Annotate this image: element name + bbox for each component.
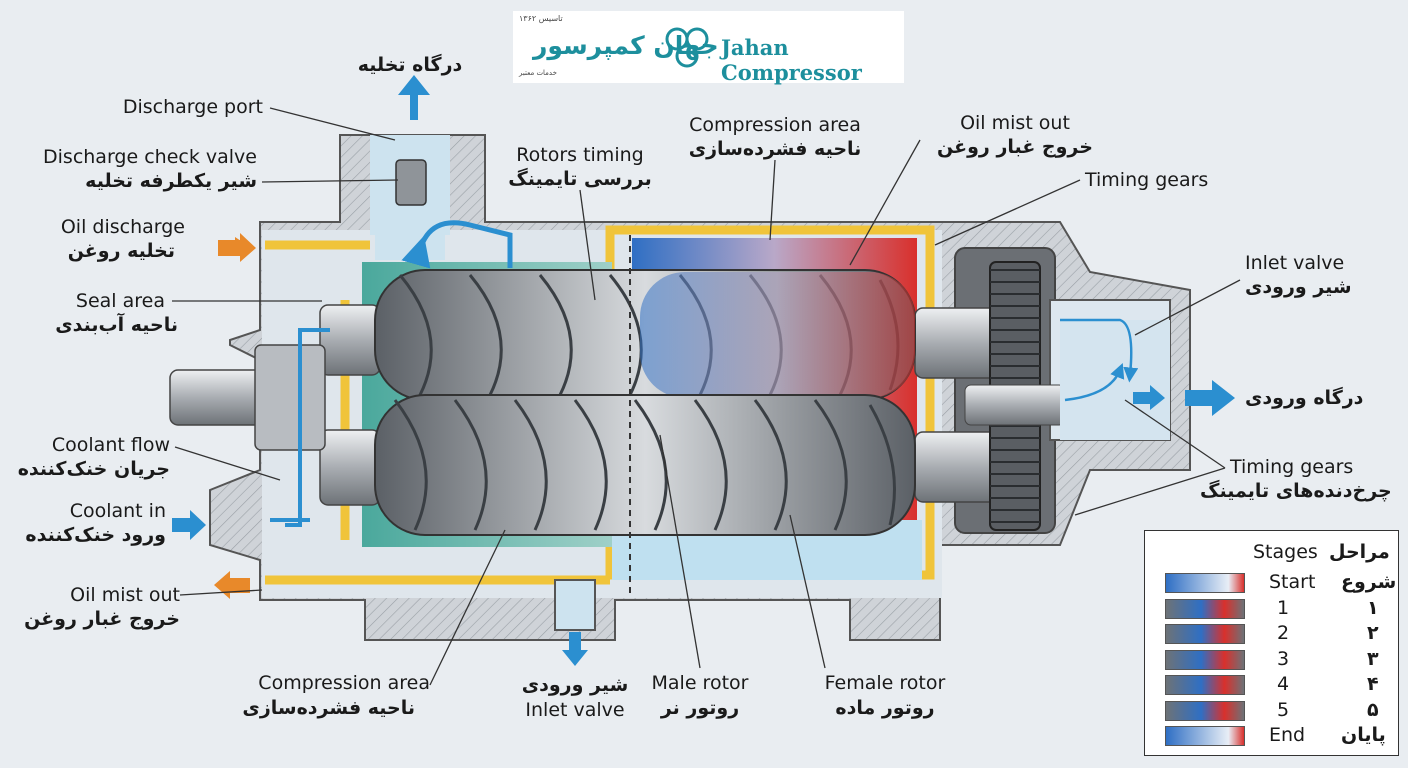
legend-row-en: End: [1269, 724, 1306, 746]
legend-title-en: Stages: [1253, 541, 1318, 563]
oil-mist-top-en-label: Oil mist out: [960, 112, 1070, 134]
legend-swatch: [1165, 624, 1245, 644]
coolant-in-en-label: Coolant in: [69, 500, 166, 522]
discharge-port: [375, 75, 513, 269]
coolant-in-arrow: [172, 510, 206, 540]
oil-discharge-en-label: Oil discharge: [60, 216, 185, 238]
oil-mist-top-fa-label: خروج غبار روغن: [937, 136, 1093, 158]
legend-swatch: [1165, 598, 1245, 619]
legend-swatch: [1165, 726, 1245, 746]
rotors-timing-fa-label: بررسی تایمینگ: [508, 168, 652, 190]
coolant-flow-fa-label: جریان خنک‌کننده: [17, 458, 170, 480]
timing-gears-fa-label: چرخ‌دنده‌های تایمینگ: [1200, 480, 1392, 502]
oil-mist-left-en-label: Oil mist out: [70, 584, 180, 606]
discharge-up-arrow: [398, 75, 430, 120]
legend-row-en: 1: [1277, 596, 1290, 619]
legend-row-en: Start: [1269, 571, 1316, 593]
female-rotor-fa-label: روتور ماده: [835, 697, 935, 719]
legend-swatch: [1165, 675, 1245, 695]
inlet-port: [1060, 318, 1235, 440]
legend-row-en: 2: [1277, 622, 1290, 644]
inlet-port-arrow: [1185, 380, 1235, 416]
compression-bottom-fa-label: ناحیه فشرده‌سازی: [242, 697, 415, 719]
legend-row-fa: شروع: [1341, 571, 1397, 593]
coolant-in-fa-label: ورود خنک‌کننده: [25, 524, 166, 546]
male-rotor-fa-label: روتور نر: [660, 697, 740, 719]
rotor-shafts: [169, 304, 1006, 506]
seal-area-fa-label: ناحیه آب‌بندی: [55, 314, 178, 336]
legend-row-fa: ۱: [1367, 596, 1379, 619]
legend-row-fa: ۳: [1367, 647, 1379, 670]
legend-row-en: 5: [1277, 698, 1290, 721]
brand-name-en: Jahan Compressor: [721, 35, 862, 85]
oil-discharge-arrow: [218, 233, 256, 262]
inlet-valve-bottom-fa-label: شیر ورودی: [521, 674, 629, 696]
oil-discharge-fa-label: تخلیه روغن: [67, 240, 175, 262]
coolant-flow: [270, 328, 330, 527]
male-rotor-en-label: Male rotor: [651, 672, 749, 694]
leader-lines: [172, 107, 1241, 686]
discharge-title-fa: درگاه تخلیه: [357, 54, 463, 76]
male-rotor: [374, 269, 916, 401]
legend-swatch: [1165, 700, 1245, 721]
inlet-valve-en-label: Inlet valve: [1245, 252, 1345, 274]
brand-since: تاسیس ۱۳۶۲: [519, 14, 563, 23]
compression-top-fa-label: ناحیه فشرده‌سازی: [688, 138, 862, 160]
check-valve-en-label: Discharge check valve: [43, 146, 257, 168]
legend-swatch: [1165, 649, 1245, 670]
timing-gears-top-label: Timing gears: [1085, 169, 1209, 191]
inlet-valve-fa-label: شیر ورودی: [1245, 276, 1352, 298]
female-rotor: [374, 394, 916, 536]
brand-tagline: خدمات معتبر: [519, 69, 557, 77]
seal-area-en-label: Seal area: [75, 290, 165, 312]
compression-top-en-label: Compression area: [689, 114, 861, 136]
coolant-flow-en-label: Coolant flow: [51, 434, 170, 456]
legend-row-en: 3: [1277, 647, 1290, 670]
oil-mist-left-arrow: [214, 571, 250, 599]
oil-mist-left-fa-label: خروج غبار روغن: [24, 608, 180, 630]
legend-row-fa: ۲: [1367, 622, 1379, 644]
rotors-timing-en-label: Rotors timing: [516, 144, 644, 166]
legend-row-fa: ۴: [1367, 673, 1379, 695]
legend-row-en: 4: [1277, 673, 1290, 695]
legend-row-fa: ۵: [1367, 698, 1379, 721]
inlet-valve-bottom-en-label: Inlet valve: [525, 699, 625, 721]
discharge-port-label: Discharge port: [122, 96, 263, 118]
brand-logo: تاسیس ۱۳۶۲ جهان کمپرسور Jahan Compressor…: [513, 11, 904, 85]
legend-row-fa: پایان: [1341, 724, 1386, 746]
bottom-inlet: [554, 579, 596, 666]
legend-swatch: [1165, 573, 1245, 593]
check-valve-fa-label: شیر یکطرفه تخلیه: [85, 170, 257, 192]
timing-gears-en-label: Timing gears: [1230, 456, 1354, 478]
inlet-port-fa-label: درگاه ورودی: [1245, 387, 1364, 409]
timing-gears: [964, 261, 1066, 531]
female-rotor-en-label: Female rotor: [824, 672, 946, 694]
legend-title-fa: مراحل: [1329, 541, 1390, 563]
compression-bottom-en-label: Compression area: [258, 672, 430, 694]
swirl-icon: [665, 27, 709, 68]
